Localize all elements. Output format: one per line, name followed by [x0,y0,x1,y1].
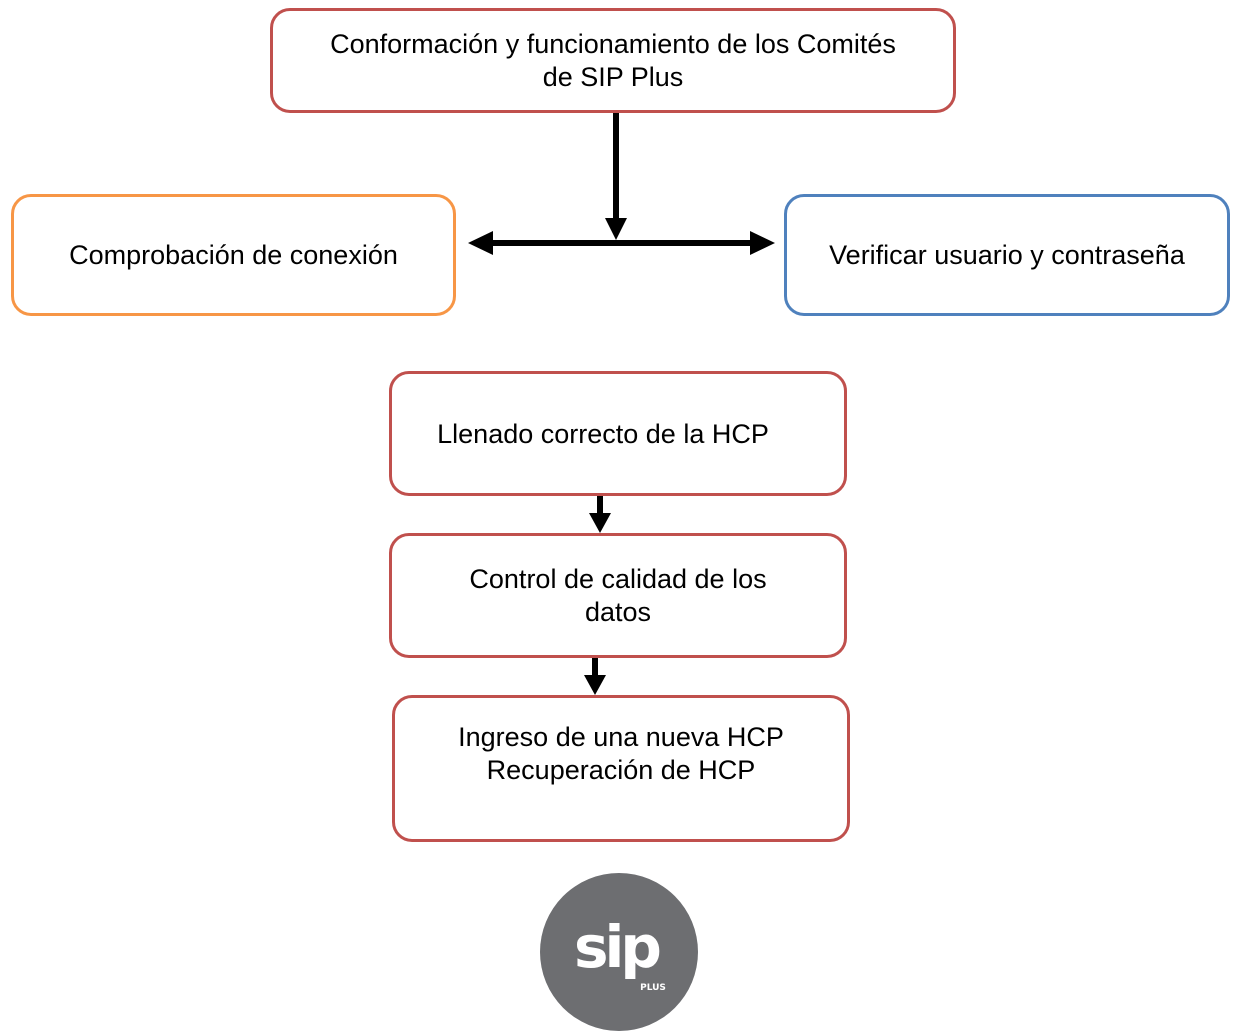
sip-plus-logo-mark: sip PLUS [574,913,666,993]
box-comites-line-2: de SIP Plus [542,61,684,92]
arrow-to-conexion-head [468,231,493,255]
box-comprobacion-conexion: Comprobación de conexión [11,194,456,316]
arrow-to-usuario-head [750,231,775,255]
box-conexion-line-1: Comprobación de conexión [69,239,398,270]
box-control-line-2: datos [584,596,652,627]
box-comites-line-1: Conformación y funcionamiento de los Com… [330,28,896,59]
logo-text-plus: PLUS [640,983,666,993]
arrow-control-to-ingreso-head [584,675,606,695]
box-control-line-1: Control de calidad de los [469,563,767,594]
box-ingreso-hcp: Ingreso de una nueva HCP Recuperación de… [392,695,850,842]
arrow-llenado-to-control-head [589,513,611,533]
box-ingreso-line-2: Recuperación de HCP [486,755,756,785]
box-control-calidad: Control de calidad de los datos [389,533,847,658]
box-ingreso-line-1: Ingreso de una nueva HCP [458,722,784,752]
box-llenado-hcp: Llenado correcto de la HCP [389,371,847,496]
logo-text-sip: sip [574,913,659,981]
box-verificar-usuario: Verificar usuario y contraseña [784,194,1230,316]
sip-plus-logo-icon: sip PLUS [540,873,698,1031]
arrow-comites-to-split-head [605,218,627,240]
box-conformacion-comites: Conformación y funcionamiento de los Com… [270,8,956,113]
box-usuario-line-1: Verificar usuario y contraseña [829,239,1185,270]
box-llenado-line-1: Llenado correcto de la HCP [437,419,769,449]
